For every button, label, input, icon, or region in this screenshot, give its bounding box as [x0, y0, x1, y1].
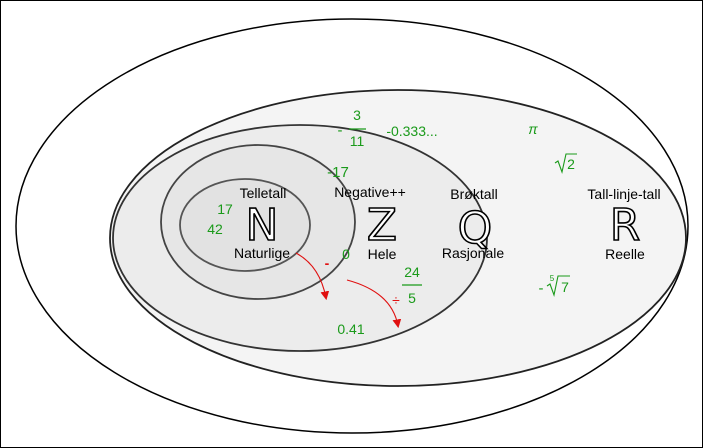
reals-label-bottom: Reelle — [605, 246, 645, 262]
integers-label-top: Negative++ — [334, 184, 406, 200]
integers-symbol: Z — [367, 200, 397, 251]
naturals-label-top: Telletall — [240, 185, 287, 201]
naturals-symbol: N — [246, 200, 279, 251]
example-decimal: 0.41 — [337, 321, 364, 337]
example-repeating-decimal: -0.333... — [386, 123, 437, 139]
root5-radicand: 7 — [561, 279, 569, 295]
example-fraction2-denominator: 5 — [408, 290, 416, 306]
root5-index: 5 — [550, 274, 555, 283]
sqrt-radical-sign — [554, 153, 577, 174]
root5-sign: - — [539, 280, 544, 297]
reals-label-top: Tall-linje-tall — [587, 186, 660, 202]
example-fraction-denominator: 11 — [350, 133, 365, 149]
subtraction-arrow — [295, 252, 330, 301]
example-fraction-sign: - — [338, 122, 343, 139]
example-natural-42: 42 — [207, 221, 223, 237]
naturals-label-bottom: Naturlige — [234, 245, 290, 261]
reals-symbol: R — [610, 200, 641, 251]
subtraction-operator: - — [325, 255, 330, 271]
example-fraction-numerator: 3 — [353, 107, 361, 123]
example-integer-0: 0 — [342, 246, 350, 262]
example-sqrt2: 2 — [554, 153, 577, 174]
rationals-symbol: Q — [458, 203, 493, 254]
example-natural-17: 17 — [217, 201, 233, 217]
rationals-label-bottom: Rasjonale — [442, 245, 504, 261]
example-integer-neg17: -17 — [327, 164, 349, 181]
division-operator: ÷ — [392, 292, 400, 308]
integers-label-bottom: Hele — [368, 246, 397, 262]
sqrt2-radicand: 2 — [567, 156, 575, 172]
root5-radical-sign — [546, 275, 570, 297]
rationals-label-top: Brøktall — [450, 186, 497, 202]
example-root5-7: - 5 7 — [539, 274, 570, 297]
division-arrow — [346, 279, 402, 329]
naturals-set-ellipse — [179, 178, 311, 272]
example-pi: π — [528, 121, 538, 137]
example-fraction2-numerator: 24 — [404, 264, 420, 280]
